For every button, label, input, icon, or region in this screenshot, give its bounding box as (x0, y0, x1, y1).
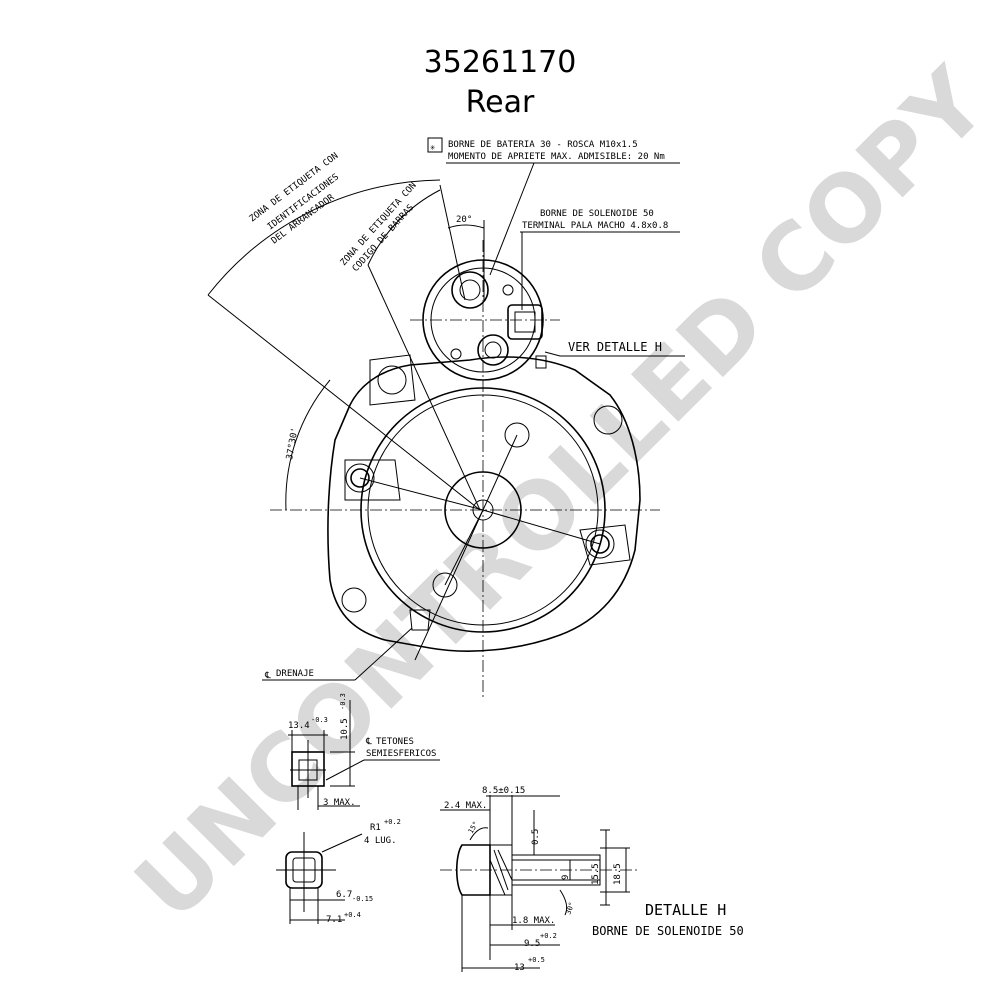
svg-text:+0.2: +0.2 (540, 932, 557, 940)
svg-text:-0.3: -0.3 (311, 716, 328, 724)
svg-text:+0.4: +0.4 (344, 911, 361, 919)
svg-text:-0.15: -0.15 (352, 895, 373, 903)
drain-label: ℄ DRENAJE (262, 627, 413, 681)
view-label: Rear (466, 85, 535, 120)
label-zone-barcode: ZONA DE ETIQUETA CON CODIGO DE BARRAS (339, 181, 481, 511)
svg-text:30°: 30° (564, 901, 576, 916)
svg-text:ZONA DE ETIQUETA CON: ZONA DE ETIQUETA CON (339, 181, 419, 268)
svg-text:SEMIESFERICOS: SEMIESFERICOS (366, 749, 436, 759)
svg-text:R1: R1 (370, 823, 381, 833)
tetones-detail: 13.4 -0.3 10.5 -0.3 ℄ TETONES SEMIESFERI… (288, 693, 440, 810)
svg-text:+0.5: +0.5 (528, 956, 545, 964)
svg-text:9: 9 (561, 875, 571, 880)
svg-text:15°: 15° (467, 820, 480, 835)
detail-h-title: DETALLE H (645, 901, 726, 919)
svg-text:7.1: 7.1 (326, 915, 342, 925)
svg-text:1.8 MAX.: 1.8 MAX. (512, 916, 555, 926)
svg-text:10.5: 10.5 (340, 718, 350, 740)
svg-text:8.5±0.15: 8.5±0.15 (482, 786, 525, 796)
svg-text:6.7: 6.7 (336, 890, 352, 900)
svg-text:13.4: 13.4 (288, 721, 310, 731)
detail-h-subtitle: BORNE DE SOLENOIDE 50 (592, 924, 744, 938)
svg-text:2.4 MAX.: 2.4 MAX. (444, 801, 487, 811)
svg-text:37°30': 37°30' (285, 427, 300, 461)
starter-rear-view (270, 240, 660, 700)
svg-text:13: 13 (514, 963, 525, 973)
watermark: UNCONTROLLED COPY (115, 48, 1000, 941)
svg-text:0.5: 0.5 (531, 829, 541, 845)
svg-text:3 MAX.: 3 MAX. (323, 798, 356, 808)
solenoid-terminal-callout: BORNE DE SOLENOIDE 50 TERMINAL PALA MACH… (520, 209, 680, 310)
svg-text:18.5: 18.5 (613, 863, 623, 885)
terminal-section-detail: R1 +0.2 4 LUG. 6.7 -0.15 7.1 +0.4 (276, 818, 401, 925)
svg-text:15.5: 15.5 (591, 863, 601, 885)
svg-text:℄: ℄ (365, 737, 372, 747)
svg-text:MOMENTO DE APRIETE MAX. ADMISI: MOMENTO DE APRIETE MAX. ADMISIBLE: 20 Nm (448, 152, 665, 162)
svg-text:TERMINAL PALA MACHO 4.8x0.8: TERMINAL PALA MACHO 4.8x0.8 (522, 221, 668, 231)
battery-terminal-callout: ✳ BORNE DE BATERIA 30 - ROSCA M10x1.5 MO… (427, 137, 680, 276)
svg-text:BORNE DE SOLENOIDE 50: BORNE DE SOLENOIDE 50 (540, 209, 654, 219)
angle-37: 37°30' (285, 379, 331, 511)
svg-text:BORNE DE BATERIA 30 - ROSCA M1: BORNE DE BATERIA 30 - ROSCA M10x1.5 (448, 140, 638, 150)
svg-text:℄: ℄ (264, 671, 271, 681)
svg-text:+0.2: +0.2 (384, 818, 401, 826)
svg-text:4 LUG.: 4 LUG. (364, 836, 397, 846)
solenoid-head (410, 259, 560, 381)
detail-h-drawing: 8.5±0.15 2.4 MAX. 15° 0.5 9 15.5 18.5 30… (440, 786, 744, 973)
part-number: 35261170 (424, 45, 577, 80)
label-zone-identification: ZONA DE ETIQUETA CON IDENTIFICACIONES DE… (207, 151, 481, 511)
svg-text:VER DETALLE H: VER DETALLE H (568, 340, 662, 354)
svg-text:TETONES: TETONES (376, 737, 414, 747)
svg-text:DRENAJE: DRENAJE (276, 669, 314, 679)
svg-text:✳: ✳ (430, 143, 436, 153)
detail-h-reference: VER DETALLE H (544, 340, 685, 357)
svg-text:20°: 20° (456, 215, 472, 225)
svg-text:9.5: 9.5 (524, 939, 540, 949)
svg-text:-0.3: -0.3 (339, 693, 347, 710)
